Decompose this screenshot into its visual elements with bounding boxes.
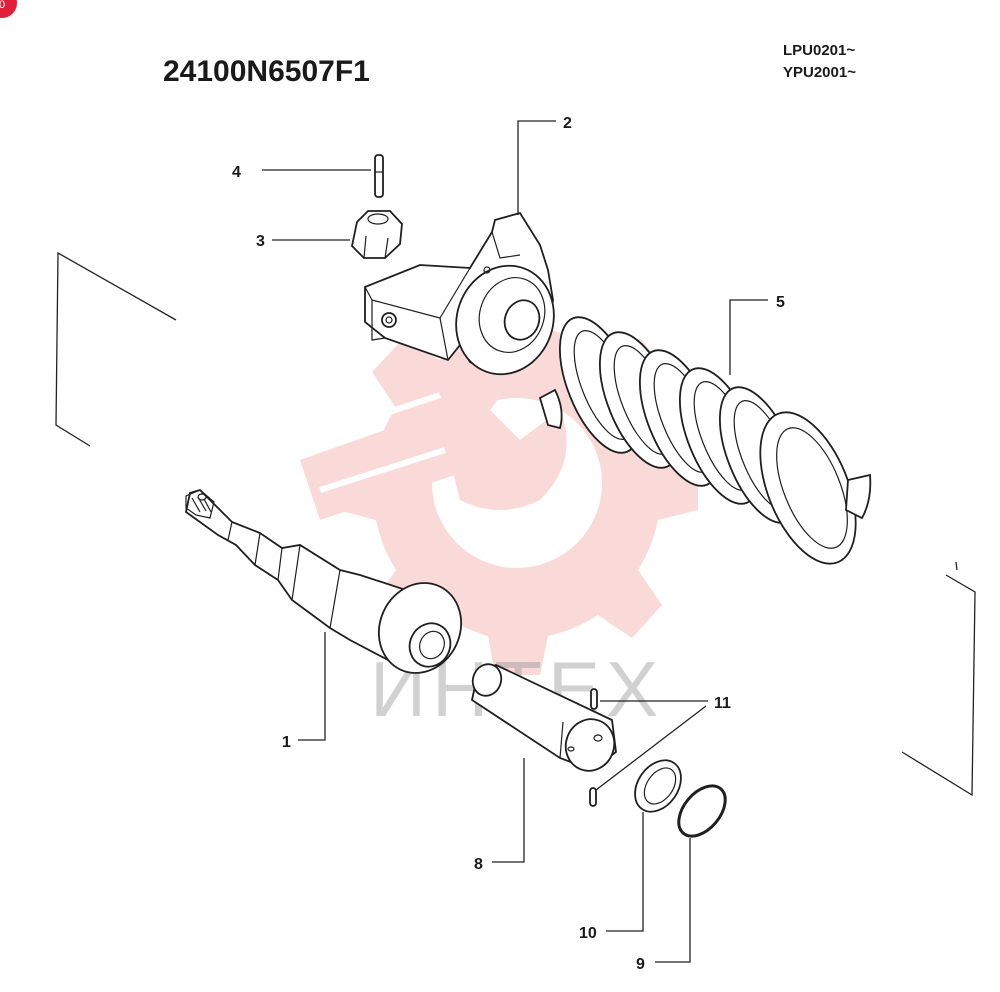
callout-10: 10 — [579, 925, 597, 942]
left-frame-outline — [55, 251, 177, 447]
part-9-o-ring — [677, 784, 727, 838]
part-2-yoke-bracket — [364, 211, 555, 376]
part-10-seal-ring — [634, 759, 682, 813]
callout-1: 1 — [282, 734, 291, 751]
callout-9: 9 — [636, 956, 645, 973]
serial-range-lpu: LPU0201~ — [783, 42, 855, 59]
right-frame-outline — [901, 561, 976, 797]
callout-2: 2 — [563, 115, 572, 132]
part-11-small-pins — [589, 688, 598, 807]
part-number-title: 24100N6507F1 — [163, 55, 370, 88]
callout-11: 11 — [714, 695, 731, 712]
leader-lines — [262, 120, 768, 963]
svg-text:0: 0 — [0, 0, 5, 11]
serial-range-ypu: YPU2001~ — [783, 64, 856, 81]
callout-8: 8 — [474, 856, 483, 873]
callout-5: 5 — [776, 294, 785, 311]
part-5-spring — [538, 316, 872, 565]
callout-3: 3 — [256, 233, 265, 250]
part-8-pin-cylinder — [470, 663, 617, 772]
callout-4: 4 — [232, 164, 241, 181]
part-4-pin — [374, 154, 384, 198]
part-3-nut — [351, 210, 403, 259]
corner-badge: 0 — [0, 0, 17, 18]
part-1-rod — [184, 488, 463, 674]
